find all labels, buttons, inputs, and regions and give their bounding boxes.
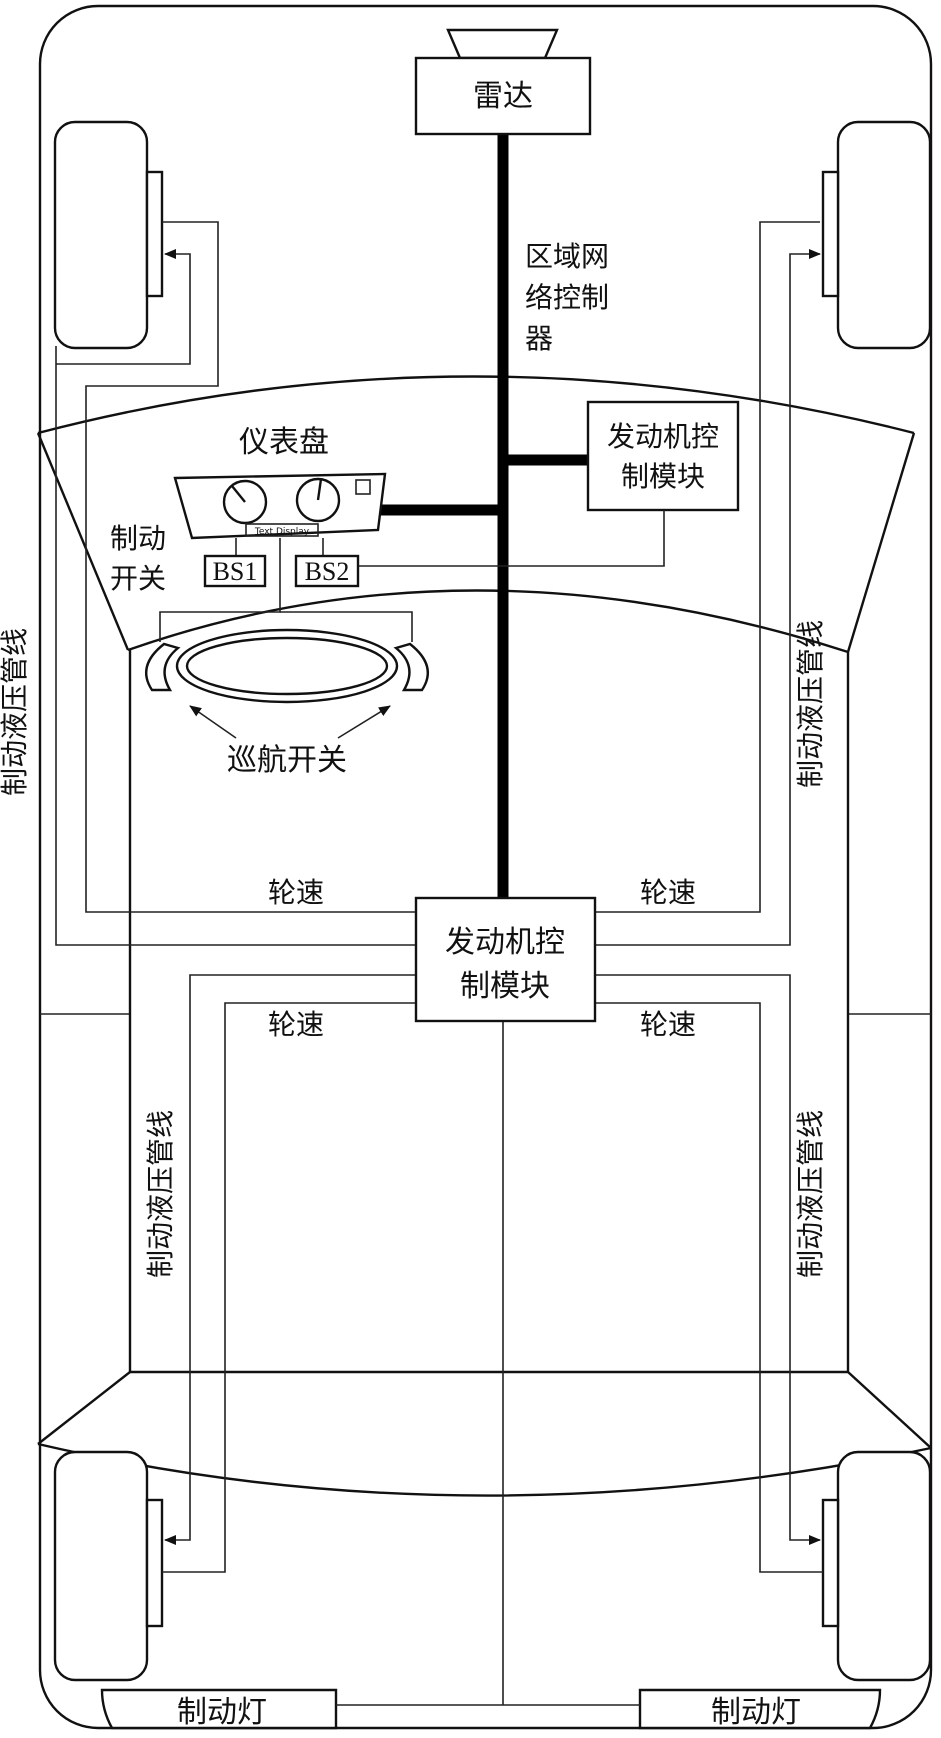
gauge-right-icon	[295, 477, 341, 523]
brake-line-outer-left	[55, 346, 416, 946]
wheel-front-left	[53, 120, 164, 350]
radar-label: 雷达	[473, 79, 533, 114]
cruise-arrow-left	[189, 705, 237, 739]
wire-wheel-speed-fr	[595, 221, 820, 913]
dashboard-cluster	[173, 472, 387, 540]
engine-module-top	[586, 400, 740, 512]
indicator-square	[355, 479, 371, 495]
brake-light-left-label: 制动灯	[177, 1695, 267, 1730]
wire-bs2-to-engine	[358, 510, 665, 567]
rear-window	[37, 1371, 932, 1497]
can-controller-label-1: 区域网	[525, 240, 609, 273]
engine-module-center-label-1: 发动机控	[445, 925, 565, 960]
brake-line-fr	[595, 249, 821, 946]
wheel-rear-left	[53, 1450, 164, 1682]
text-display-label: Text Display	[254, 527, 310, 537]
cruise-arrow-right	[337, 705, 391, 739]
engine-module-center-label-2: 制模块	[460, 969, 550, 1004]
bs2-label: BS2	[305, 557, 350, 586]
wire-wheel-speed-rl	[162, 1002, 416, 1573]
brake-light-left	[100, 1688, 338, 1730]
gauge-left-icon	[222, 479, 268, 525]
wheel-speed-rr-label: 轮速	[640, 1008, 696, 1041]
cruise-switch-label: 巡航开关	[227, 743, 347, 778]
wire-wheel-speed-rr	[595, 1002, 823, 1573]
brake-light-right	[638, 1688, 882, 1730]
cruise-switch-left-icon	[144, 642, 181, 692]
bs2-box	[294, 554, 360, 588]
brake-line-rear-left-label: 制动液压管线	[144, 1110, 177, 1278]
bs1-label: BS1	[213, 557, 258, 586]
bs1-box	[203, 554, 267, 588]
cruise-switch-right-icon	[393, 642, 430, 692]
wheel-speed-fl-label: 轮速	[268, 876, 324, 909]
car-body-outline	[38, 4, 933, 1730]
brake-line-rr	[595, 974, 821, 1545]
brake-line-front-right-label: 制动液压管线	[794, 620, 827, 788]
wheel-speed-fr-label: 轮速	[640, 876, 696, 909]
brake-light-right-label: 制动灯	[711, 1695, 801, 1730]
windshield	[36, 375, 916, 654]
can-controller-label-2: 络控制	[525, 281, 609, 314]
brake-line-rl	[164, 974, 416, 1545]
dashboard-label: 仪表盘	[239, 425, 329, 460]
can-controller-label-3: 器	[525, 322, 553, 355]
brake-line-rear-right-label: 制动液压管线	[794, 1110, 827, 1278]
brake-switch-label-1: 制动	[110, 522, 166, 555]
engine-module-center	[414, 896, 597, 1023]
radar-unit	[414, 28, 592, 136]
wheel-front-right	[821, 120, 932, 350]
text-display-box	[245, 523, 319, 537]
engine-module-top-label-2: 制模块	[621, 460, 705, 493]
wire-wheel-speed-fl	[85, 221, 416, 913]
brake-line-outer-left-label: 制动液压管线	[0, 628, 31, 796]
steering-wheel	[144, 538, 430, 704]
brake-line-fl-arrow	[56, 249, 191, 365]
wheel-rear-right	[821, 1450, 932, 1682]
engine-module-top-label-1: 发动机控	[607, 420, 719, 453]
brake-switch-label-2: 开关	[110, 562, 166, 595]
wheel-speed-rl-label: 轮速	[268, 1008, 324, 1041]
